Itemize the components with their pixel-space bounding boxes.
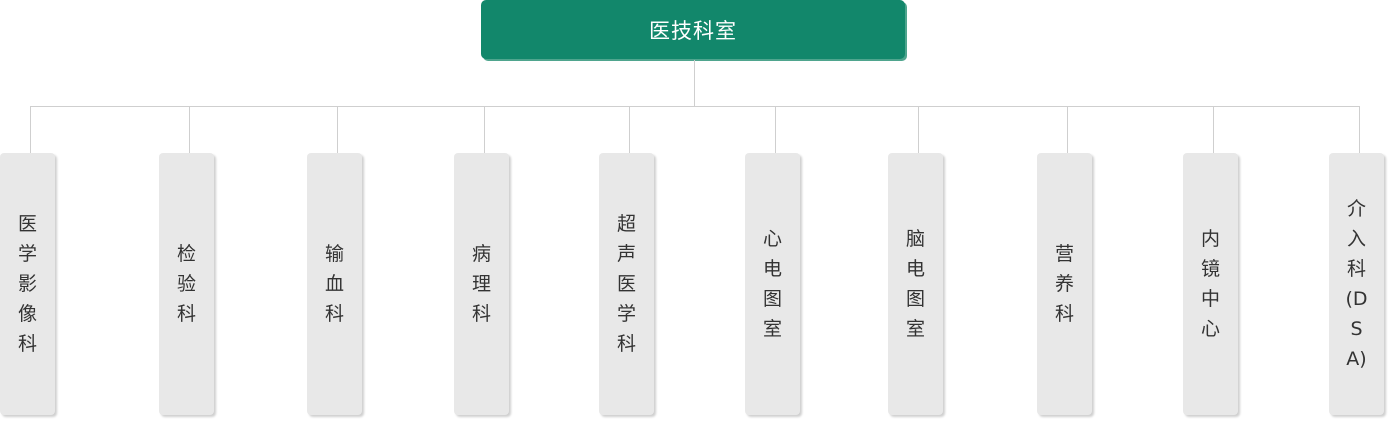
- connector-vertical: [337, 106, 338, 153]
- department-node[interactable]: 营养科: [1037, 153, 1092, 415]
- connector-root-vertical: [694, 60, 695, 106]
- connector-vertical: [775, 106, 776, 153]
- department-label: 超声医学科: [616, 213, 636, 355]
- department-label-line: 科: [1346, 258, 1366, 280]
- root-node-medical-technology[interactable]: 医技科室: [481, 0, 905, 59]
- department-node[interactable]: 心电图室: [745, 153, 800, 415]
- connector-vertical: [189, 106, 190, 153]
- department-node[interactable]: 病理科: [454, 153, 509, 415]
- department-label: 检验科: [176, 243, 196, 325]
- connector-vertical: [30, 106, 31, 153]
- department-node[interactable]: 检验科: [159, 153, 214, 415]
- department-node[interactable]: 脑电图室: [888, 153, 943, 415]
- department-label-line: A): [1346, 348, 1367, 370]
- connector-vertical: [629, 106, 630, 153]
- connector-vertical: [1067, 106, 1068, 153]
- connector-vertical: [1359, 106, 1360, 153]
- department-label-line: 入: [1346, 228, 1366, 250]
- root-node-label: 医技科室: [649, 18, 737, 43]
- department-label: 心电图室: [762, 228, 782, 340]
- department-node[interactable]: 介入科 (D S A): [1329, 153, 1384, 415]
- department-node[interactable]: 医学影像科: [0, 153, 55, 415]
- department-label: 医学影像科: [17, 213, 37, 355]
- department-node[interactable]: 超声医学科: [599, 153, 654, 415]
- department-label: 输血科: [324, 243, 344, 325]
- department-label: 病理科: [471, 243, 491, 325]
- department-label: 内镜中心: [1200, 228, 1220, 340]
- department-node[interactable]: 内镜中心: [1183, 153, 1238, 415]
- connector-vertical: [484, 106, 485, 153]
- department-label: 营养科: [1054, 243, 1074, 325]
- department-label-line: 介: [1346, 198, 1366, 220]
- department-node[interactable]: 输血科: [307, 153, 362, 415]
- connector-vertical: [918, 106, 919, 153]
- department-label-line: (D: [1345, 288, 1368, 310]
- department-label: 脑电图室: [905, 228, 925, 340]
- connector-horizontal: [30, 106, 1359, 107]
- department-label-line: S: [1350, 318, 1363, 340]
- connector-vertical: [1213, 106, 1214, 153]
